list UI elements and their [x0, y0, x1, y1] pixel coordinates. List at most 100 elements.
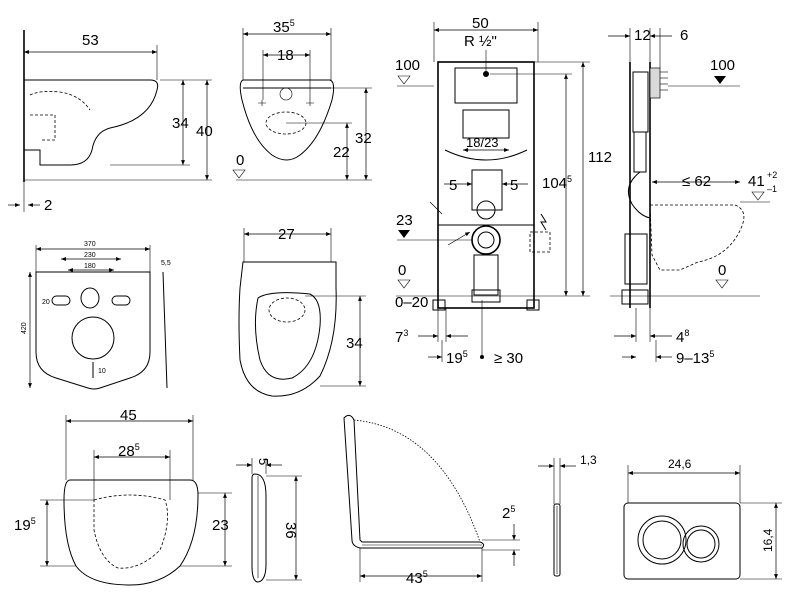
level-marker — [715, 279, 729, 289]
seat-edge-outline — [251, 473, 267, 583]
dim-5: 5 — [256, 458, 271, 465]
dim-40: 40 — [196, 123, 213, 140]
dim-2: 2 — [44, 197, 52, 214]
level-marker — [397, 75, 411, 85]
mat-inlet-hole — [80, 287, 100, 309]
drain-arrow — [429, 201, 443, 215]
dim-230: 230 — [84, 252, 96, 259]
level-0: 0 — [398, 262, 406, 279]
seat-edge-view: 5 36 — [236, 458, 302, 583]
seat-inner — [268, 297, 306, 323]
dim-7: 73 — [395, 328, 408, 346]
dim-18: 18 — [277, 47, 294, 64]
water-arrow — [447, 231, 471, 246]
level-23: 23 — [396, 212, 413, 229]
dim-43: 435 — [406, 569, 428, 587]
seat-large-opening — [93, 494, 168, 569]
bowl-inner — [29, 91, 91, 111]
dim-104: 1045 — [542, 174, 572, 192]
dim-12: 12 — [634, 27, 651, 44]
mat-hole-right — [111, 295, 131, 306]
level-100: 100 — [710, 57, 735, 74]
dim-6: 6 — [680, 27, 688, 44]
mat-outline — [35, 271, 151, 390]
dim-23: 23 — [212, 517, 229, 534]
flush-button-large-outer[interactable] — [637, 515, 687, 565]
drain-inner — [477, 231, 495, 249]
dim-5-5: 5,5 — [161, 260, 171, 267]
thread-label: R ½" — [464, 33, 497, 50]
seat-top-view: 27 34 — [238, 226, 366, 397]
lid-open-view: 435 25 — [343, 414, 520, 587]
dim-420: 420 — [21, 322, 28, 334]
level-100: 100 — [395, 57, 420, 74]
cistern-side — [632, 71, 649, 133]
inlet — [279, 87, 293, 101]
dim-16-4: 16,4 — [761, 528, 775, 552]
dim-20: 20 — [42, 299, 50, 306]
level-marker — [232, 169, 246, 179]
lid-swing-arc — [353, 419, 481, 543]
dim-24-6: 24,6 — [668, 457, 692, 471]
drain-pipe — [473, 254, 499, 296]
drain-elbow — [624, 233, 648, 285]
dim-2: 25 — [502, 504, 515, 522]
flush-button-small[interactable] — [686, 529, 716, 559]
bowl-front-outline — [239, 79, 335, 161]
dim-4: 48 — [676, 328, 689, 346]
dim-112: 112 — [588, 149, 612, 166]
dim-1823: 18/23 — [466, 135, 499, 150]
power-icon — [540, 213, 547, 231]
level-marker — [751, 191, 765, 201]
cistern-bottom — [444, 149, 528, 161]
drain-outlet — [471, 225, 501, 255]
plate-outline — [623, 502, 741, 580]
tol-plus: +2 — [767, 170, 777, 180]
dim-ge30: ≥ 30 — [494, 350, 523, 367]
down-pipe — [633, 131, 647, 173]
bowl-flush — [30, 114, 56, 141]
cistern-actuator — [462, 109, 510, 139]
mat-drain-hole — [71, 316, 115, 360]
seat-large-view: 45 285 195 23 — [14, 407, 232, 586]
foot-right — [526, 299, 540, 311]
seat-opening — [254, 292, 321, 380]
flush-button-small-outer[interactable] — [682, 525, 720, 563]
mat-edge — [162, 271, 168, 389]
dim-34: 34 — [172, 115, 189, 132]
level-marker — [397, 279, 411, 289]
flush-button-large[interactable] — [642, 520, 682, 560]
seat-large-outline — [63, 479, 199, 586]
seat-outline — [238, 261, 337, 397]
drain-connector — [471, 169, 503, 211]
dim-45: 45 — [120, 407, 137, 424]
level-0: 0 — [236, 152, 244, 169]
frame-front-view: 50 R ½" 100 18/23 5 5 112 1045 23 0 0–20… — [395, 15, 612, 367]
dim-27: 27 — [278, 226, 295, 243]
dim-41: 41 — [748, 173, 765, 190]
bowl-front-view: 355 18 22 32 0 — [232, 18, 372, 181]
dim-19: 195 — [446, 349, 468, 367]
dim-34: 34 — [346, 335, 363, 352]
dim-le62: ≤ 62 — [682, 173, 711, 190]
dim-1-3: 1,3 — [580, 453, 597, 467]
dim-50: 50 — [472, 15, 489, 32]
dim-5a: 5 — [449, 177, 457, 194]
water-inlet — [476, 200, 496, 220]
dim-22: 22 — [333, 144, 350, 161]
actuator-side — [649, 67, 661, 99]
fixing-points — [258, 100, 314, 106]
plate-edge-outline — [553, 503, 561, 577]
dim-28: 285 — [118, 442, 140, 460]
range-0-20: 0–20 — [395, 294, 428, 311]
level-marker-filled — [714, 76, 726, 84]
dim-9-13: 9–135 — [676, 349, 714, 367]
dim-53: 53 — [82, 32, 99, 49]
dim-370: 370 — [84, 241, 96, 248]
dim-19: 195 — [14, 516, 36, 534]
socket-box — [529, 231, 551, 253]
frame-side-view: 12 6 100 ≤ 62 41 +2 –1 0 48 9–135 — [608, 27, 777, 367]
plate-edge-view: 1,3 — [538, 453, 597, 577]
dim-10: 10 — [98, 368, 106, 375]
